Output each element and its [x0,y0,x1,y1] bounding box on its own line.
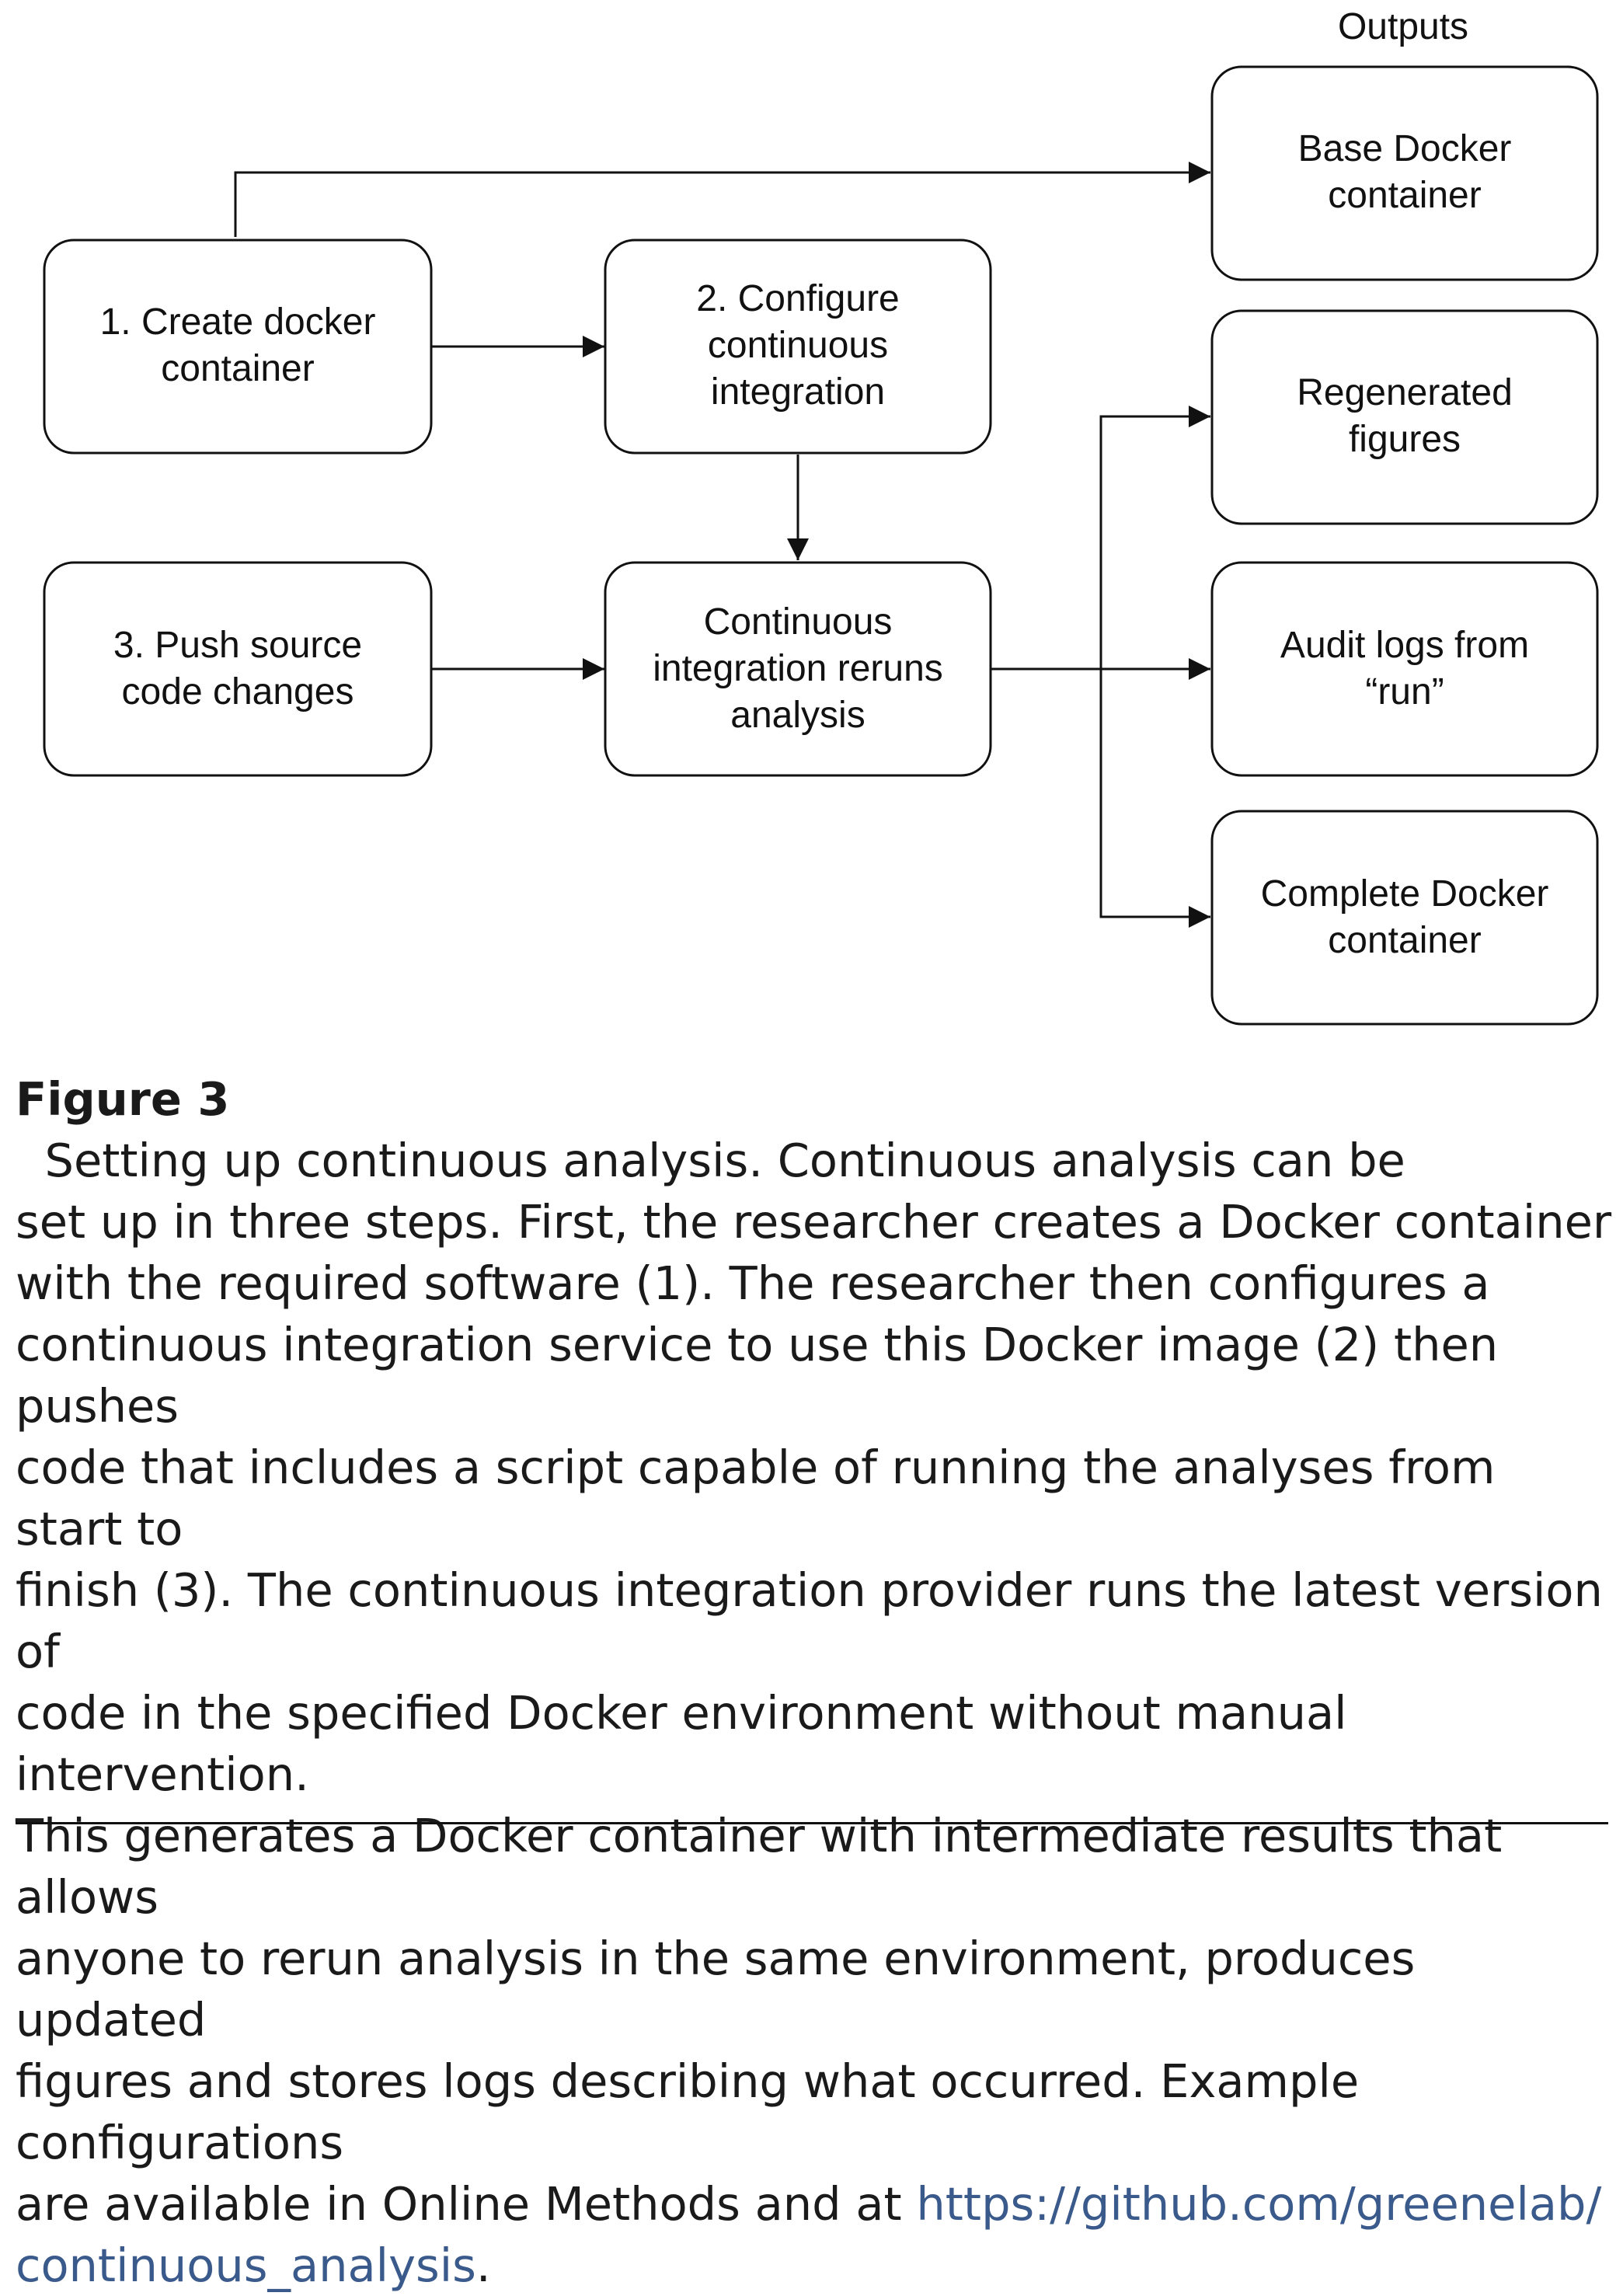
push-changes-box [43,561,433,777]
configure-label-line: 2. Configure [696,278,900,319]
ci-reruns-box [604,561,992,777]
complete-label-line: Complete Docker [1261,873,1549,915]
audit-logs-output-box [1210,561,1599,777]
push-changes-label: 3. Push source code changes [113,625,362,712]
caption-line: with the required software (1). The rese… [16,1256,1490,1310]
repository-link-continued[interactable]: continuous_analysis [16,2239,476,2292]
arrow-rerun-to-complete [1099,669,1210,928]
arrow-create-to-base [234,162,1210,237]
configure-ci-label: 2. Configure continuous integration [696,278,900,413]
ci-reruns-label: Continuous integration reruns analysis [653,601,943,736]
caption-line: code in the specified Docker environment… [16,1686,1347,1801]
create-label-line: container [161,348,314,389]
caption-line: set up in three steps. First, the resear… [16,1195,1612,1249]
repository-link[interactable]: https://github.com/greenelab/ [916,2177,1602,2231]
configure-label-line: continuous [708,325,888,366]
configure-ci-box [604,239,992,455]
outputs-header: Outputs [1338,6,1468,47]
rerun-label-line: integration reruns [653,648,943,689]
connectors [234,162,1210,928]
create-label-line: 1. Create docker [100,301,376,343]
figure-caption: Figure 3 Setting up continuous analysis.… [16,1068,1612,2296]
base-docker-output-box [1210,65,1599,281]
bottom-rule [16,1822,1608,1824]
workflow-diagram: Outputs 1. Create docker container 2. Co… [43,6,1599,1026]
caption-line: finish (3). The continuous integration p… [16,1563,1603,1678]
caption-line: Setting up continuous analysis. Continuo… [16,1134,1405,1187]
base-label-line: container [1328,175,1481,216]
complete-docker-label: Complete Docker container [1261,873,1549,961]
push-label-line: 3. Push source [113,625,362,666]
base-label-line: Base Docker [1298,128,1512,169]
arrow-rerun-to-figures [1099,406,1210,669]
complete-docker-output-box [1210,810,1599,1026]
create-container-label: 1. Create docker container [100,301,376,389]
caption-end: . [475,2239,491,2292]
caption-line: figures and stores logs describing what … [16,2054,1360,2169]
base-docker-label: Base Docker container [1298,128,1512,216]
logs-label-line: Audit logs from [1280,625,1529,666]
audit-logs-label: Audit logs from “run” [1280,625,1529,712]
caption-line: anyone to rerun analysis in the same env… [16,1932,1416,2047]
rerun-label-line: analysis [730,695,865,736]
figures-label-line: Regenerated [1297,372,1513,413]
push-label-line: code changes [122,671,354,712]
figure-label: Figure 3 [16,1072,230,1126]
regenerated-figures-output-box [1210,309,1599,525]
caption-line: code that includes a script capable of r… [16,1441,1496,1556]
figures-label-line: figures [1349,419,1461,460]
caption-line: This generates a Docker container with i… [16,1809,1503,1924]
regenerated-figures-label: Regenerated figures [1297,372,1513,460]
logs-label-line: “run” [1365,671,1444,712]
rerun-label-line: Continuous [704,601,893,643]
caption-line: are available in Online Methods and at [16,2177,917,2231]
create-container-box [43,239,433,455]
configure-label-line: integration [711,371,885,413]
complete-label-line: container [1328,920,1481,961]
caption-line: continuous integration service to use th… [16,1318,1499,1433]
